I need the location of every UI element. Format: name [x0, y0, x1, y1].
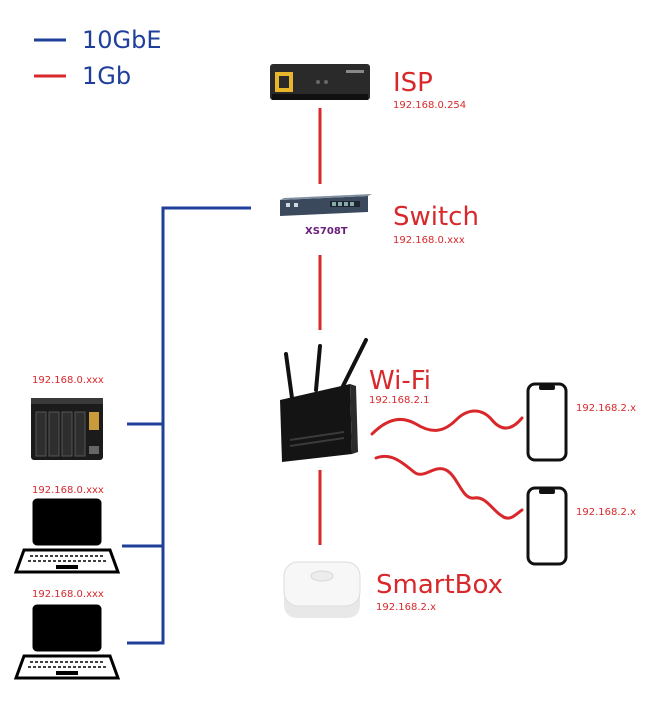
smartbox-ip: 192.168.2.x	[376, 602, 436, 613]
wifi-label: Wi-Fi	[369, 366, 432, 396]
switch-model: XS708T	[305, 226, 348, 237]
router-icon	[280, 338, 368, 462]
laptop-2-ip: 192.168.0.xxx	[32, 589, 104, 600]
phone-1-icon	[526, 382, 568, 462]
legend-label-10gbe: 10GbE	[82, 26, 162, 54]
wireless-link-phone2	[374, 455, 524, 520]
switch-icon	[280, 194, 372, 216]
wireless-link-phone1	[370, 409, 524, 436]
switch-ip: 192.168.0.xxx	[393, 235, 465, 246]
legend-label-1gb: 1Gb	[82, 62, 132, 90]
laptop-2-icon	[13, 604, 121, 680]
laptop-1-ip: 192.168.0.xxx	[32, 485, 104, 496]
smartbox-label: SmartBox	[376, 570, 503, 600]
isp-ip: 192.168.0.254	[393, 100, 467, 111]
wifi-ip: 192.168.2.1	[369, 395, 430, 406]
phone-2-ip: 192.168.2.x	[576, 507, 636, 518]
phone-2-icon	[526, 486, 568, 566]
laptop-1-icon	[13, 498, 121, 574]
nas-ip: 192.168.0.xxx	[32, 375, 104, 386]
switch-label: Switch	[393, 202, 479, 232]
smartbox-icon	[283, 561, 361, 618]
isp-label: ISP	[393, 68, 433, 98]
phone-1-ip: 192.168.2.x	[576, 403, 636, 414]
isp-modem-icon	[270, 64, 370, 100]
nas-icon	[31, 398, 103, 460]
